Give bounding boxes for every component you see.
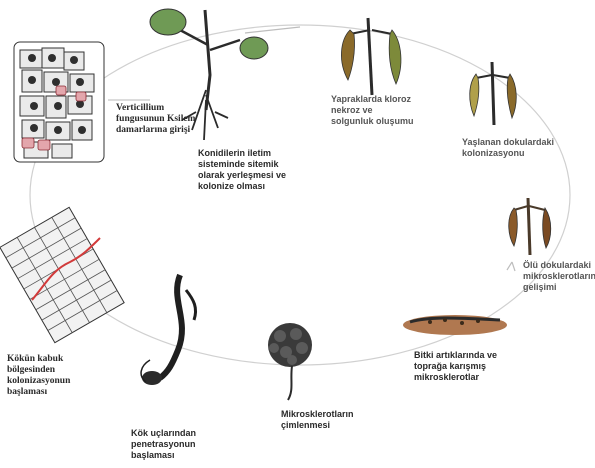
cycle-arrow-right (507, 262, 515, 271)
label-senescent-colonization: Yaşlanan dokulardaki kolonizasyonu (462, 137, 562, 159)
xylem-entry-illustration (14, 42, 104, 162)
label-germination: Mikrosklerotların çimlenmesi (281, 409, 371, 431)
label-verticillium-entry: Verticillium fungusunun Ksilem damarları… (116, 103, 196, 136)
label-leaf-symptoms: Yapraklarda kloroz nekroz ve solgunluk o… (331, 94, 416, 127)
wilted-plant-illustration (341, 18, 401, 95)
soil-debris-illustration (403, 315, 507, 335)
label-root-penetration: Kök uçlarından penetrasyonun başlaması (131, 428, 211, 461)
label-soil-microsclerotia: Bitki artıklarında ve toprağa karışmış m… (414, 350, 524, 383)
label-microsclerotia-development: Ölü dokulardaki mikrosklerotların gelişi… (523, 260, 593, 293)
senescent-plant-illustration (470, 62, 517, 125)
root-tip-illustration (141, 275, 196, 385)
root-cortex-illustration (0, 207, 124, 342)
germinating-microsclerotium-illustration (268, 323, 312, 400)
label-conidia-spread: Konidilerin iletim sisteminde sitemik ol… (198, 148, 288, 192)
dead-tissue-illustration (509, 198, 551, 255)
label-cortex-colonization: Kökün kabuk bölgesinden kolonizasyonun b… (7, 354, 97, 398)
